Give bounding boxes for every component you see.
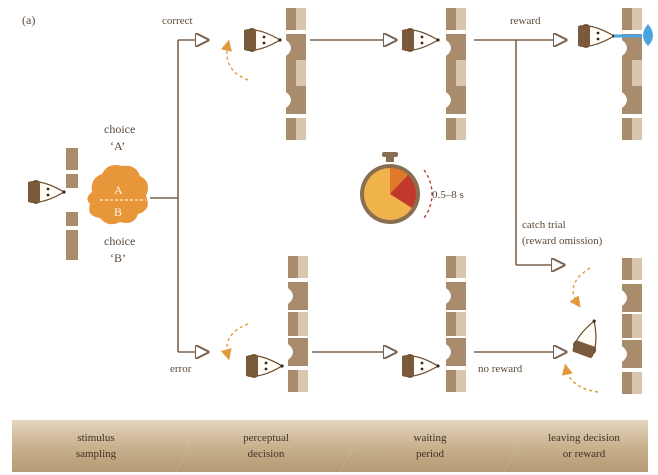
sampling-port bbox=[66, 148, 78, 260]
catch-trial-line2: (reward omission) bbox=[522, 235, 603, 247]
stopwatch-icon bbox=[360, 152, 433, 224]
wait-ports-correct bbox=[446, 8, 466, 140]
stage-1-line1: stimulus bbox=[77, 432, 114, 444]
correct-ports bbox=[286, 8, 306, 140]
choice-a-line1: choice bbox=[104, 122, 135, 136]
reward-mouse bbox=[577, 23, 617, 49]
no-reward-label: no reward bbox=[478, 363, 523, 375]
error-mouse bbox=[245, 353, 285, 379]
odor-b-label: B bbox=[114, 205, 122, 219]
stage-2-line1: perceptual bbox=[243, 432, 289, 444]
stage-banner bbox=[12, 420, 648, 472]
stage-2-line2: decision bbox=[248, 448, 285, 460]
wait-mouse-correct bbox=[401, 27, 441, 53]
stage-1-line2: sampling bbox=[76, 448, 117, 460]
wait-ports-error bbox=[446, 256, 466, 392]
catch-trial-line1: catch trial bbox=[522, 219, 566, 231]
odor-cloud: A B bbox=[87, 165, 148, 225]
error-ports bbox=[288, 256, 308, 392]
choice-b-line1: choice bbox=[104, 234, 135, 248]
correct-label: correct bbox=[162, 15, 193, 27]
correct-mouse bbox=[243, 27, 283, 53]
water-drop-icon bbox=[614, 24, 653, 46]
odor-a-label: A bbox=[114, 183, 123, 197]
stage-4-line2: or reward bbox=[563, 448, 606, 460]
reward-ports bbox=[622, 8, 642, 140]
sampling-mouse bbox=[27, 179, 67, 205]
stage-3-line1: waiting bbox=[414, 432, 447, 444]
choice-a-line2: ‘A’ bbox=[110, 139, 125, 153]
flow-lines bbox=[150, 40, 566, 352]
stage-4-line1: leaving decision bbox=[548, 432, 620, 444]
timer-label: 0.5–8 s bbox=[432, 189, 464, 201]
panel-label: (a) bbox=[22, 13, 35, 27]
reward-label: reward bbox=[510, 15, 541, 27]
stage-3-line2: period bbox=[416, 448, 445, 460]
wait-mouse-error bbox=[401, 353, 441, 379]
leaving-mouse bbox=[572, 319, 597, 359]
choice-b-line2: ‘B’ bbox=[110, 251, 126, 265]
error-turn-arrow bbox=[220, 323, 249, 361]
leaving-ports bbox=[622, 258, 642, 394]
error-label: error bbox=[170, 363, 192, 375]
